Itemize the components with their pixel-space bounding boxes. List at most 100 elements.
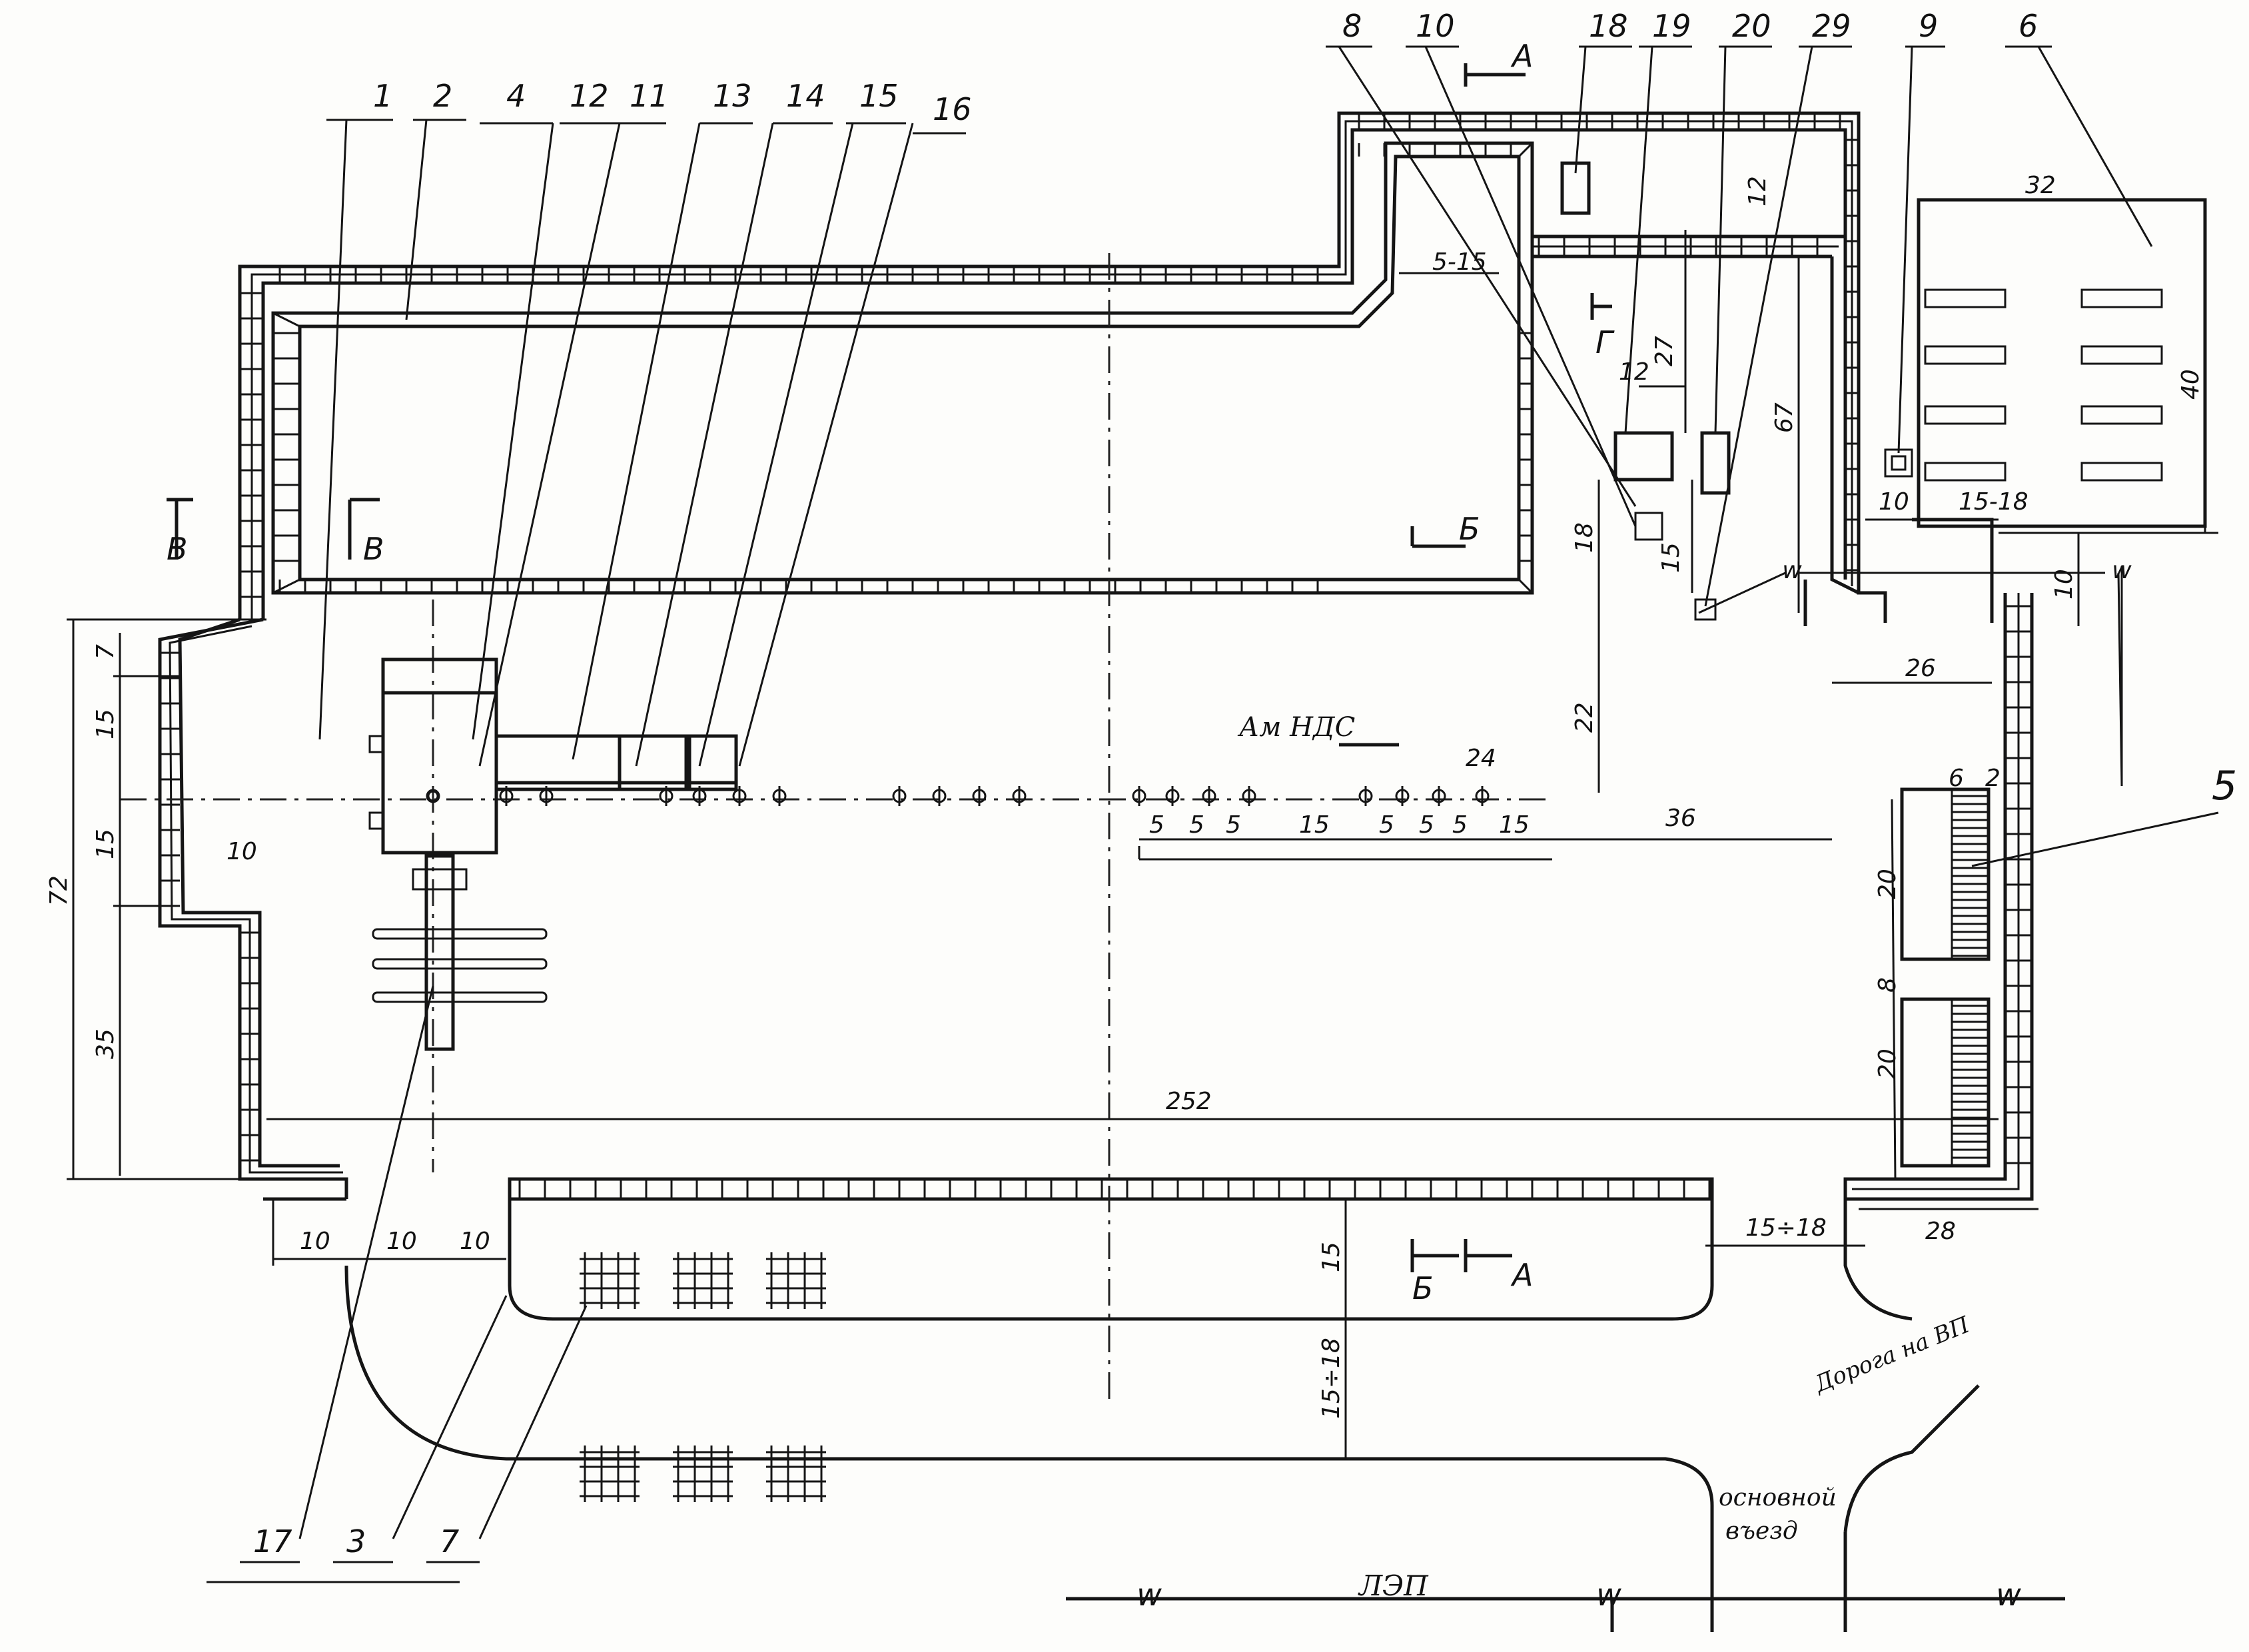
- callout-8: 8: [1342, 8, 1362, 44]
- svg-text:28: 28: [1925, 1218, 1956, 1245]
- svg-text:15÷18: 15÷18: [1318, 1338, 1345, 1419]
- svg-text:10: 10: [386, 1228, 417, 1255]
- callout-13: 13: [713, 78, 752, 114]
- svg-text:20: 20: [1874, 1048, 1901, 1079]
- svg-text:2: 2: [1985, 765, 2001, 792]
- svg-text:15: 15: [92, 829, 119, 859]
- svg-text:18: 18: [1571, 522, 1598, 553]
- svg-text:24: 24: [1466, 745, 1496, 772]
- entrance-label-2: въезд: [1725, 1517, 1798, 1545]
- pipeline-nodes: [499, 786, 1490, 806]
- axis-lines: [120, 253, 1552, 1399]
- svg-text:67: 67: [1771, 402, 1798, 433]
- svg-text:36: 36: [1665, 805, 1696, 832]
- callout-11: 11: [630, 78, 669, 114]
- svg-text:10: 10: [2050, 569, 2078, 600]
- svg-text:12: 12: [1744, 176, 1771, 206]
- power-line: w w w: [1066, 1577, 2065, 1632]
- svg-text:Б: Б: [1459, 511, 1480, 547]
- svg-text:6: 6: [1949, 765, 1964, 792]
- callout-19: 19: [1652, 8, 1691, 44]
- svg-text:5: 5: [1149, 811, 1164, 839]
- service-area-walls: [1532, 234, 1994, 626]
- svg-text:10: 10: [300, 1228, 330, 1255]
- dimension-lines: [67, 199, 2218, 1459]
- svg-text:15: 15: [1657, 542, 1685, 573]
- callout-14: 14: [786, 78, 825, 114]
- callout-15: 15: [859, 78, 899, 114]
- callout-16: 16: [933, 91, 972, 127]
- svg-text:72: 72: [45, 875, 73, 906]
- svg-text:w: w: [1596, 1577, 1621, 1613]
- ramp-hatching: [1952, 795, 1989, 1159]
- upper-basin-embankment: [238, 111, 1887, 623]
- svg-text:А: А: [1510, 38, 1533, 74]
- callout-17: 17: [253, 1523, 292, 1559]
- svg-text:20: 20: [1874, 869, 1901, 899]
- callout-9: 9: [1919, 8, 1938, 44]
- callout-1: 1: [373, 78, 392, 114]
- svg-text:15-18: 15-18: [1959, 488, 2028, 516]
- callout-7: 7: [440, 1523, 459, 1559]
- svg-text:15: 15: [1318, 1242, 1345, 1272]
- callout-leaders: [298, 46, 2219, 1539]
- embankment-hatching: [160, 113, 2032, 1199]
- lower-area-embankment: [158, 593, 2034, 1321]
- svg-text:w: w: [1996, 1577, 2021, 1613]
- entrance-label-1: основной: [1719, 1484, 1837, 1511]
- ramp-block: [1900, 787, 1991, 1168]
- fence-markers: w w: [1698, 557, 2132, 787]
- svg-text:5: 5: [1226, 811, 1241, 839]
- parking-block: [1884, 198, 2207, 528]
- callout-12: 12: [570, 78, 609, 114]
- grid-markers: [580, 1252, 826, 1502]
- svg-text:15÷18: 15÷18: [1745, 1214, 1827, 1242]
- svg-text:10: 10: [1879, 488, 1909, 516]
- callout-6: 6: [2019, 8, 2038, 44]
- road-label: Дорога на ВП: [1810, 1311, 1975, 1398]
- svg-text:22: 22: [1571, 702, 1598, 733]
- svg-text:w: w: [2112, 557, 2132, 584]
- svg-text:А: А: [1510, 1257, 1533, 1293]
- roads: [344, 1199, 1980, 1632]
- svg-text:15: 15: [92, 709, 119, 739]
- callout-20: 20: [1732, 8, 1771, 44]
- svg-text:7: 7: [92, 644, 119, 659]
- svg-text:5: 5: [1379, 811, 1394, 839]
- svg-text:27: 27: [1651, 336, 1678, 366]
- section-marks: А Б В В Г Б А: [167, 38, 1615, 1306]
- dimension-labels: 72 7 15 15 35 10 10 10 10 252 5-15 27 12…: [45, 172, 2204, 1419]
- callout-2: 2: [433, 78, 452, 114]
- svg-text:В: В: [363, 531, 384, 567]
- svg-text:w: w: [1782, 557, 1802, 584]
- svg-text:5: 5: [1189, 811, 1204, 839]
- svg-text:32: 32: [2025, 172, 2056, 199]
- svg-text:5: 5: [1419, 811, 1434, 839]
- pipeline-label: Ам НДС: [1237, 712, 1355, 743]
- callout-3: 3: [346, 1523, 366, 1559]
- svg-text:Б: Б: [1412, 1270, 1434, 1306]
- callout-4: 4: [506, 78, 526, 114]
- text-labels: Ам НДС Дорога на ВП основной въезд ЛЭП: [1237, 712, 1974, 1602]
- svg-text:Г: Г: [1595, 324, 1615, 360]
- power-line-label: ЛЭП: [1358, 1569, 1429, 1602]
- callout-29: 29: [1812, 8, 1851, 44]
- svg-text:12: 12: [1619, 358, 1649, 386]
- storage-tanks: [494, 734, 738, 791]
- callout-18: 18: [1589, 8, 1628, 44]
- svg-text:В: В: [167, 531, 188, 567]
- pump-station: [368, 657, 498, 1051]
- svg-text:5-15: 5-15: [1432, 248, 1487, 276]
- svg-text:40: 40: [2177, 369, 2204, 400]
- svg-text:15: 15: [1499, 811, 1530, 839]
- svg-text:5: 5: [1452, 811, 1468, 839]
- svg-text:10: 10: [460, 1228, 490, 1255]
- rack-bars: [372, 928, 548, 1003]
- callout-underlines: [207, 45, 2052, 1583]
- svg-text:8: 8: [1874, 977, 1901, 993]
- svg-text:w: w: [1136, 1577, 1162, 1613]
- callout-labels: 1 2 4 12 11 13 14 15 16 8 10 18 19 20 29…: [253, 8, 2237, 1559]
- callout-5: 5: [2212, 763, 2237, 809]
